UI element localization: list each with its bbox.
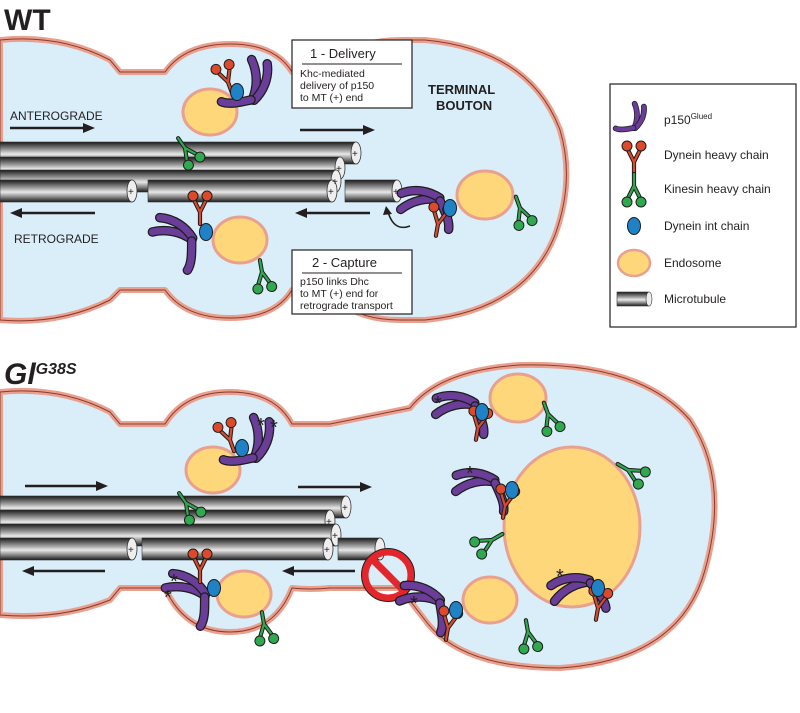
delivery-title: 1 - Delivery (310, 46, 376, 61)
terminal-bouton-label: TERMINAL (428, 82, 495, 97)
microtubule (344, 179, 398, 203)
microtubule (0, 179, 133, 203)
wt-arrows (10, 123, 375, 218)
legend: p150Glued Dynein heavy chain Kinesin hea… (609, 83, 797, 328)
legend-label: Dynein int chain (664, 219, 749, 233)
endosome (455, 169, 515, 221)
delivery-line: Khc-mediated (300, 68, 365, 80)
capture-callout: 2 - Capture p150 links Dhc to MT (+) end… (291, 249, 413, 315)
microtubule-icon-end (645, 291, 653, 307)
dynein-int-chain (449, 601, 463, 619)
mutation-asterisk: * (270, 417, 278, 439)
endosome (184, 445, 242, 495)
mutant-arrows (22, 481, 372, 576)
capture-arrow (387, 211, 411, 229)
endosome (181, 87, 239, 137)
capture-title: 2 - Capture (312, 255, 377, 270)
capture-line: to MT (+) end for (300, 288, 379, 300)
microtubule-plus-end (326, 179, 338, 203)
mutant-cargo-terminal: * * * * (395, 372, 652, 655)
mutant-cargo-lower: * * (157, 549, 279, 647)
delivery-callout: 1 - Delivery Khc-mediated delivery of p1… (291, 39, 413, 109)
dynein-int-chain-icon (627, 217, 641, 235)
wt-microtubules: + + + + + + (0, 141, 403, 203)
legend-label: p150Glued (664, 112, 712, 127)
terminal-bouton-label: BOUTON (436, 98, 492, 113)
microtubule-plus-end (126, 179, 138, 203)
microtubule-plus-end (350, 141, 362, 165)
plus-end-label: + (324, 545, 330, 556)
delivery-line: to MT (+) end (300, 92, 363, 104)
dynein-int-chain (199, 223, 213, 241)
dynein-int-chain (230, 83, 244, 101)
microtubule (147, 179, 333, 203)
dynein-int-chain (591, 579, 605, 597)
plus-end-label: + (336, 164, 342, 175)
endosome (461, 575, 519, 625)
endosome (211, 215, 269, 265)
dynein-int-chain (505, 481, 519, 499)
microtubule-icon (616, 291, 650, 307)
capture-line: retrograde transport (300, 300, 393, 312)
mutation-asterisk: * (257, 415, 265, 437)
mutation-asterisk: * (466, 463, 474, 485)
dynein-int-chain (207, 579, 221, 597)
microtubule-plus-end (322, 537, 334, 561)
wt-cargo-terminal (383, 169, 538, 238)
delivery-line: delivery of p150 (300, 80, 374, 92)
mutation-asterisk: * (556, 566, 564, 588)
capture-line: p150 links Dhc (300, 276, 369, 288)
plus-end-label: + (328, 187, 334, 198)
wt-axon-edge (0, 38, 567, 322)
legend-label: Dynein heavy chain (664, 148, 769, 162)
microtubule-plus-end (126, 537, 138, 561)
legend-label: Endosome (664, 256, 722, 270)
legend-label: Microtubule (664, 292, 726, 306)
microtubule (141, 537, 329, 561)
dynein-int-chain (443, 199, 457, 217)
dynein-int-chain (475, 403, 489, 421)
endosome (502, 445, 642, 609)
plus-end-label: + (326, 517, 332, 528)
legend-label: Kinesin heavy chain (664, 182, 771, 196)
mutation-asterisk: * (170, 571, 178, 593)
retrograde-label: RETROGRADE (14, 232, 99, 246)
plus-end-label: + (128, 187, 134, 198)
plus-end-label: + (128, 545, 134, 556)
plus-end-label: + (332, 531, 338, 542)
anterograde-label: ANTEROGRADE (10, 109, 103, 123)
microtubule (0, 537, 133, 561)
panel-title-mutant: GlG38S (4, 358, 77, 391)
mutant-cargo-upper: * * (169, 414, 278, 527)
mutant-microtubules: + + + + + (0, 495, 386, 561)
mutation-asterisk: * (164, 587, 172, 609)
microtubule-plus-end (340, 495, 352, 519)
plus-end-label: + (352, 149, 358, 160)
mutation-asterisk: * (434, 393, 442, 415)
dynein-int-chain (235, 439, 249, 457)
endosome (215, 569, 273, 619)
plus-end-label: + (342, 503, 348, 514)
capture-arrowhead (383, 206, 392, 215)
endosome (488, 372, 548, 424)
plus-end-label: + (393, 187, 399, 198)
mutant-axon-edge (0, 364, 716, 669)
wt-cargo-lower (144, 191, 277, 295)
plus-end-label: + (332, 177, 338, 188)
panel-title-wt: WT (4, 4, 51, 37)
blocked-sign-icon (361, 548, 415, 602)
wt-cargo-upper (168, 56, 269, 172)
mutation-asterisk: * (410, 593, 418, 615)
endosome-icon (616, 248, 652, 278)
